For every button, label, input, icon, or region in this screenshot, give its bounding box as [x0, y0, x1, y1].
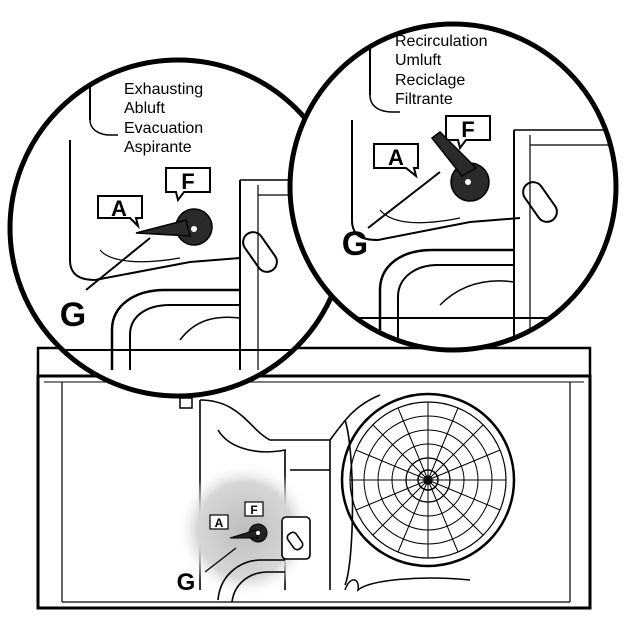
right-g-leader — [367, 171, 441, 229]
left-label-a: A — [111, 196, 127, 221]
left-callout-line-3: Evacuation — [124, 120, 203, 137]
main-label-a: A — [215, 516, 224, 530]
main-label-f-box: F — [244, 501, 264, 517]
main-label-a-box: A — [209, 514, 229, 530]
main-label-f: F — [250, 503, 257, 517]
main-g-leader — [204, 547, 237, 573]
fan-wheel — [340, 392, 516, 568]
left-label-f-box: F — [165, 167, 211, 203]
power-cord — [344, 577, 471, 592]
right-callout-line-3: Reciclage — [395, 72, 465, 89]
right-label-a: A — [388, 145, 404, 170]
right-callout: Recirculation Umluft Reciclage Filtrante… — [287, 21, 619, 353]
right-callout-line-1: Recirculation — [395, 33, 487, 50]
left-label-a-box: A — [97, 195, 143, 230]
left-callout: Exhausting Abluft Evacuation Aspirante A… — [7, 57, 349, 399]
right-label-f: F — [461, 117, 474, 142]
left-label-g: G — [60, 296, 86, 334]
main-damper-lever — [229, 523, 268, 543]
left-g-leader — [85, 237, 151, 291]
right-label-g: G — [342, 225, 368, 263]
hood-body — [36, 346, 592, 610]
main-label-g: G — [177, 569, 196, 596]
right-callout-line-2: Umluft — [395, 52, 442, 69]
left-label-f: F — [181, 169, 194, 194]
left-damper-lever — [135, 208, 213, 246]
right-label-a-box: A — [373, 143, 419, 179]
right-callout-line-4: Filtrante — [395, 91, 453, 108]
left-callout-line-2: Abluft — [124, 100, 165, 117]
left-callout-line-1: Exhausting — [124, 81, 203, 98]
damper-highlight — [177, 462, 313, 598]
right-damper-lever — [430, 131, 490, 202]
main-damper-plate — [217, 516, 311, 603]
left-callout-line-4: Aspirante — [124, 139, 192, 156]
